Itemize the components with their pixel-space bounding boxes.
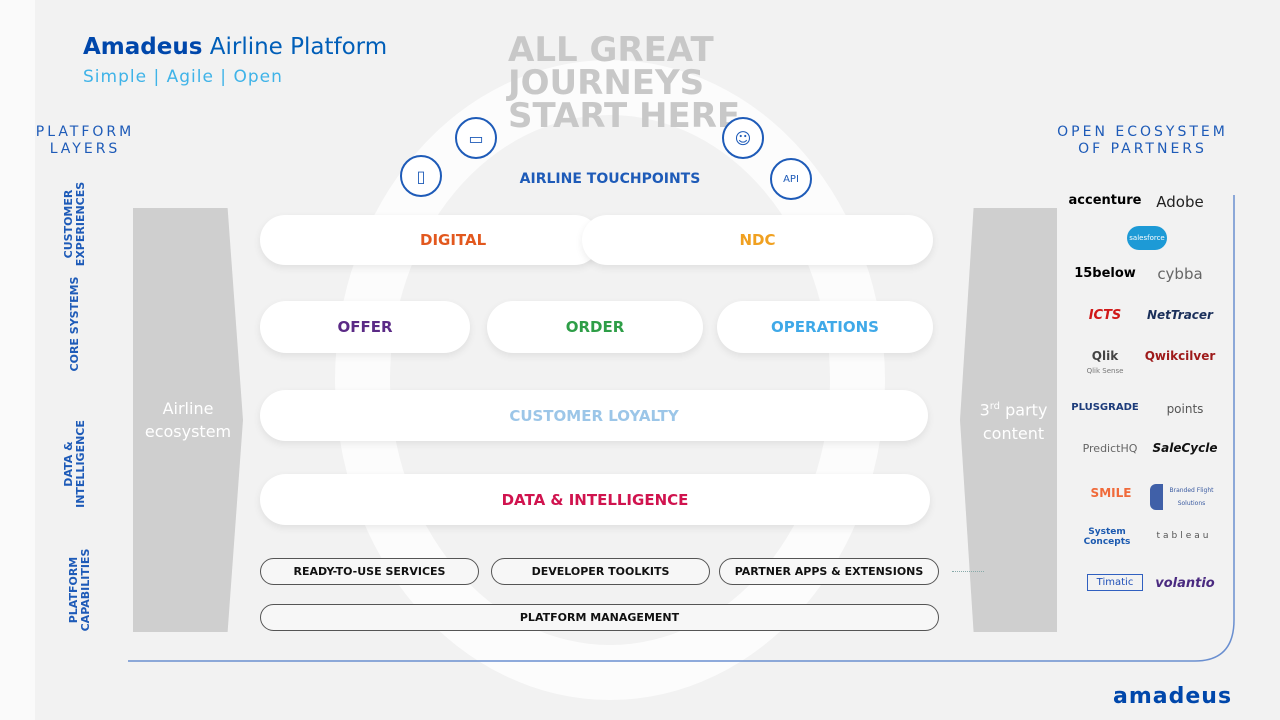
partner-system-concepts: System Concepts [1083, 527, 1131, 547]
mobile-icon: ▭ [455, 117, 497, 159]
ndc-pill: NDC [582, 215, 933, 265]
amadeus-logo: amadeus [1113, 684, 1233, 709]
developer-toolkits: DEVELOPER TOOLKITS [491, 558, 710, 585]
partner-plusgrade: PLUSGRADE [1071, 402, 1139, 413]
partner-cybba: cybba [1157, 265, 1203, 283]
partner-apps-extensions: PARTNER APPS & EXTENSIONS [719, 558, 939, 585]
partner-qlik: Qlik [1091, 349, 1119, 363]
agent-icon: ☺ [722, 117, 764, 159]
airline-ecosystem-block: Airline ecosystem [133, 208, 243, 632]
partner-qlik-sense: Qlik Sense [1086, 367, 1124, 375]
digital-pill: DIGITAL [260, 215, 600, 265]
ready-to-use-services: READY-TO-USE SERVICES [260, 558, 479, 585]
dotted-connector [952, 571, 984, 572]
partner-nettracer: NetTracer [1147, 308, 1213, 322]
partner-accenture: accenture [1068, 193, 1142, 208]
touchpoints-label: AIRLINE TOUCHPOINTS [519, 171, 701, 187]
kiosk-icon: ▯ [400, 155, 442, 197]
left-margin [0, 0, 35, 720]
platform-layers-header: PLATFORM LAYERS [35, 124, 135, 157]
order-pill: ORDER [487, 301, 703, 353]
partner-points: points [1166, 402, 1204, 416]
partner-qwikcilver: Qwikcilver [1144, 349, 1216, 363]
data-intelligence-pill: DATA & INTELLIGENCE [260, 474, 930, 525]
operations-pill: OPERATIONS [717, 301, 933, 353]
page-title: Amadeus Airline Platform [83, 34, 388, 60]
subtitle: Simple | Agile | Open [83, 67, 283, 87]
partner-predicthq: PredictHQ [1082, 442, 1138, 455]
hero-text: ALL GREAT JOURNEYS START HERE [508, 30, 741, 136]
partner-icts: ICTS [1088, 308, 1122, 323]
partner-15below: 15below [1074, 266, 1136, 281]
customer-loyalty-pill: CUSTOMER LOYALTY [260, 390, 928, 441]
third-party-block: 3rd party content [960, 208, 1057, 632]
partner-branded: Branded Flight Solutions [1150, 484, 1220, 510]
platform-management: PLATFORM MANAGEMENT [260, 604, 939, 631]
partner-timatic: Timatic [1087, 574, 1143, 591]
partner-salesforce: salesforce [1127, 226, 1167, 250]
partner-tableau: tableau [1156, 531, 1212, 541]
partner-salecycle: SaleCycle [1152, 441, 1218, 455]
partner-smile: SMILE [1090, 486, 1132, 500]
api-icon: API [770, 158, 812, 200]
offer-pill: OFFER [260, 301, 470, 353]
partner-adobe: Adobe [1156, 193, 1204, 211]
ecosystem-header: OPEN ECOSYSTEM OF PARTNERS [1057, 124, 1228, 157]
partner-volantio: volantio [1155, 576, 1215, 591]
